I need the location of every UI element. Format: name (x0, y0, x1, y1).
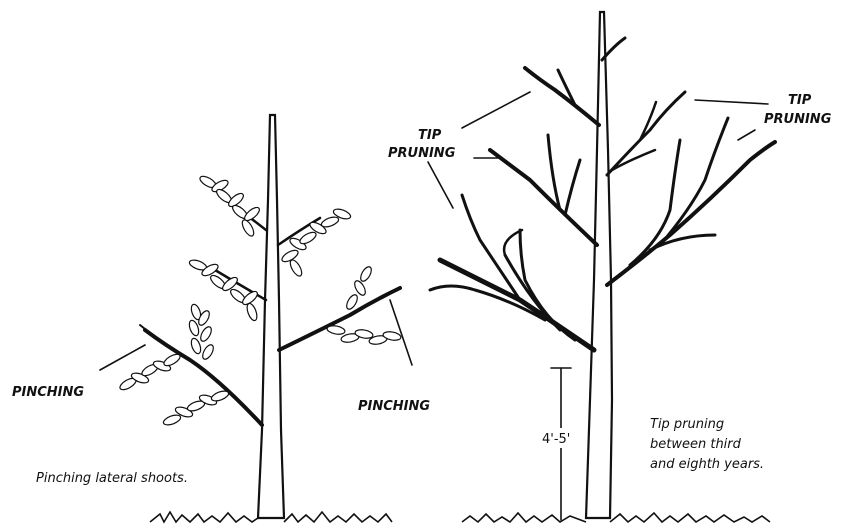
caption-right-line1: Tip pruning (650, 417, 724, 432)
young-tree-trunk (258, 115, 284, 518)
mature-tree-branch-upper-left (490, 150, 597, 245)
tip-pruning-left-pointer-low (428, 162, 453, 208)
tip-pruning-label-left-line2: PRUNING (388, 146, 456, 161)
young-tree (118, 115, 401, 518)
ground-grass (150, 512, 770, 522)
tip-pruning-label-left-line1: TIP (418, 128, 442, 143)
pinching-label-left: PINCHING (12, 385, 84, 400)
young-tree-leaves (118, 174, 401, 427)
mature-tree-trunk (586, 12, 612, 518)
tip-pruning-left-pointer-top (462, 92, 530, 128)
tip-pruning-label-right-line2: PRUNING (764, 112, 832, 127)
caption-right-line3: and eighth years. (650, 457, 764, 472)
pinching-left-pointer (100, 345, 145, 370)
height-measure-label: 4'-5' (542, 432, 570, 447)
pinching-label-right: PINCHING (358, 399, 430, 414)
young-tree-branch-lower-left (145, 330, 262, 425)
tip-pruning-right-pointer-low (738, 130, 755, 140)
caption-left: Pinching lateral shoots. (36, 471, 188, 486)
caption-right-line2: between third (650, 437, 742, 452)
tip-pruning-label-right-line1: TIP (788, 93, 812, 108)
tip-pruning-right-pointer-top (695, 100, 768, 104)
